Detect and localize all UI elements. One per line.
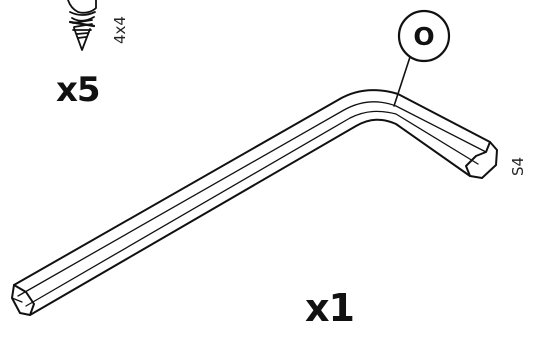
screw-quantity-label: x5 <box>56 70 101 110</box>
part-letter-label: O <box>413 21 435 51</box>
hex-key-drawing <box>11 89 498 316</box>
screw-drawing <box>67 0 97 51</box>
hex-key-size-label: S4 <box>509 156 527 176</box>
screw-size-label: 4x4 <box>111 16 129 44</box>
hex-key-quantity-label: x1 <box>305 286 355 330</box>
part-callout <box>393 9 451 107</box>
